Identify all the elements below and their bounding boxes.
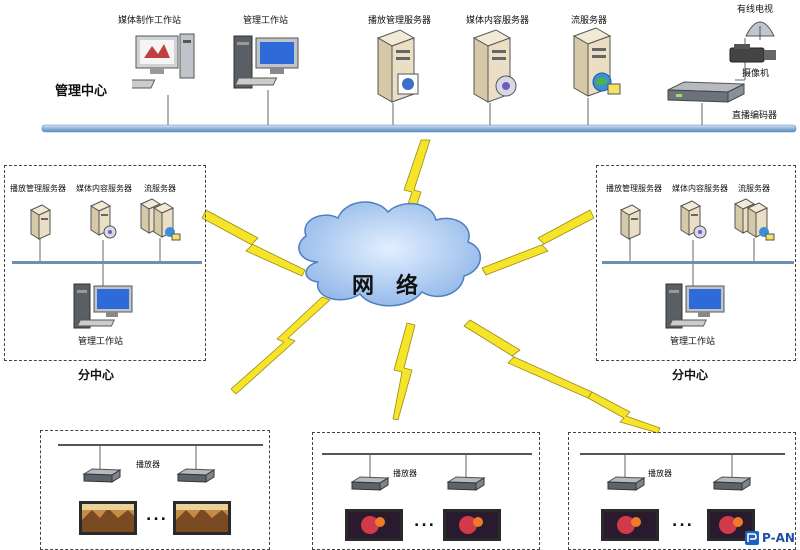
workstation-icon (132, 33, 195, 89)
site-right-ellipsis: ... (672, 514, 694, 530)
brand-logo-icon (745, 531, 759, 545)
hq-device-label-content-server: 媒体内容服务器 (466, 16, 530, 26)
branch-right-bus (602, 261, 794, 264)
branch-left-server-label-stream: 流服务器 (144, 184, 176, 193)
branch-right-title: 分中心 (672, 368, 709, 382)
site-middle-player-label: 播放器 (393, 469, 417, 478)
hq-title: 管理中心 (55, 84, 108, 99)
display-screen-icon (601, 509, 659, 541)
site-right-player-label: 播放器 (648, 469, 672, 478)
workstation-icon (665, 283, 725, 329)
branch-right-server-label-content: 媒体内容服务器 (672, 184, 728, 193)
hq-device-label-mgmt-workstation: 管理工作站 (243, 16, 289, 26)
branch-center-right (596, 165, 796, 361)
hq-device-label-media-workstation: 媒体制作工作站 (118, 16, 182, 26)
player-icon (82, 468, 122, 483)
display-screen-icon (79, 501, 137, 535)
workstation-icon (233, 35, 299, 89)
branch-center-left (4, 165, 206, 361)
server-icon (733, 198, 775, 241)
server-icon (572, 27, 621, 97)
network-cloud (298, 201, 481, 307)
server-icon (89, 200, 117, 239)
site-left (40, 430, 270, 550)
branch-right-server-label-playback: 播放管理服务器 (606, 184, 662, 193)
site-middle-ellipsis: ... (414, 514, 436, 530)
branch-right-workstation-label: 管理工作站 (670, 337, 716, 347)
player-icon (446, 476, 486, 491)
branch-left-workstation-label: 管理工作站 (78, 337, 124, 347)
server-icon (139, 198, 181, 241)
server-icon (679, 200, 707, 239)
satellite-dish-icon (745, 21, 775, 40)
server-icon (619, 204, 642, 240)
branch-right-server-label-stream: 流服务器 (738, 184, 770, 193)
server-icon (29, 204, 52, 240)
player-icon (712, 476, 752, 491)
display-screen-icon (443, 509, 501, 541)
hq-device-label-playback-server: 播放管理服务器 (368, 16, 432, 26)
encoder-icon (667, 81, 745, 103)
hq-device-label-streaming-server: 流服务器 (571, 16, 608, 26)
server-icon (472, 29, 517, 103)
display-screen-icon (345, 509, 403, 541)
encoder-label: 直播编码器 (732, 111, 778, 121)
camera-label: 摄像机 (742, 69, 770, 79)
player-icon (606, 476, 646, 491)
branch-left-bus (12, 261, 202, 264)
site-left-ellipsis: ... (146, 508, 168, 524)
network-label: 网 络 (352, 274, 419, 299)
server-icon (376, 29, 419, 103)
branch-left-server-label-content: 媒体内容服务器 (76, 184, 132, 193)
branch-left-title: 分中心 (78, 368, 115, 382)
camera-icon (729, 44, 776, 63)
site-left-player-label: 播放器 (136, 460, 160, 469)
branch-left-server-label-playback: 播放管理服务器 (10, 184, 66, 193)
display-screen-icon (173, 501, 231, 535)
hq-bus (41, 124, 797, 133)
brand-text: P-AN (762, 531, 795, 545)
player-icon (176, 468, 216, 483)
workstation-icon (73, 283, 133, 329)
display-screen-icon (707, 509, 755, 541)
player-icon (350, 476, 390, 491)
cable-tv-label: 有线电视 (737, 5, 774, 15)
